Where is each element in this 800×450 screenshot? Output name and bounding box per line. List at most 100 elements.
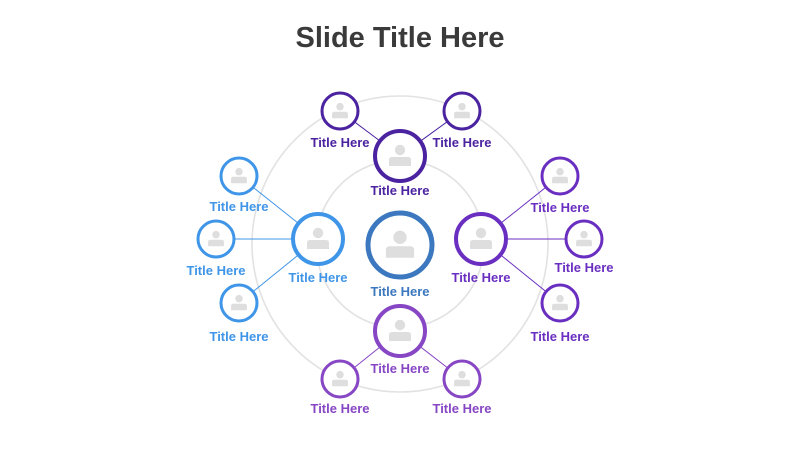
connector-lines — [234, 121, 566, 369]
person-body — [576, 239, 592, 247]
person-icon — [231, 167, 247, 184]
connector-line — [419, 121, 448, 142]
node-ring — [373, 129, 427, 183]
connector-line — [353, 346, 381, 369]
person-head — [458, 370, 466, 379]
left-child-label-1: Title Here — [209, 199, 268, 214]
person-icon — [389, 144, 411, 166]
node-ring — [196, 219, 236, 259]
left-child-label-2: Title Here — [186, 263, 245, 278]
person-icon — [208, 230, 224, 247]
person-body — [385, 246, 415, 258]
node-ring — [365, 210, 435, 280]
connector-line — [419, 345, 449, 369]
bottom-hub-label: Title Here — [370, 361, 429, 376]
person-body — [552, 303, 568, 311]
node-ring — [320, 359, 360, 399]
outer-ring — [251, 95, 549, 393]
nodes — [196, 91, 604, 399]
slide-title: Slide Title Here — [295, 22, 505, 54]
person-head — [336, 102, 344, 111]
person-head — [212, 230, 220, 239]
left-child-node-2 — [196, 219, 236, 259]
person-head — [235, 167, 243, 176]
person-body — [231, 303, 247, 311]
bottom-child-node-2 — [442, 359, 482, 399]
person-head — [235, 294, 243, 303]
top-hub-node — [373, 129, 427, 183]
right-child-node-1 — [540, 156, 580, 196]
center-node — [365, 210, 435, 280]
person-head — [580, 230, 588, 239]
left-child-node-3 — [219, 283, 259, 323]
left-hub-label: Title Here — [288, 270, 347, 285]
right-child-label-1: Title Here — [530, 200, 589, 215]
connector-line — [252, 186, 299, 224]
person-head — [458, 102, 466, 111]
node-ring — [442, 91, 482, 131]
person-icon — [454, 102, 470, 119]
person-body — [307, 240, 329, 249]
left-hub-node — [291, 212, 345, 266]
node-ring — [540, 283, 580, 323]
person-icon — [576, 230, 592, 247]
top-child-node-1 — [320, 91, 360, 131]
right-child-label-3: Title Here — [530, 329, 589, 344]
right-hub-node — [454, 212, 508, 266]
person-head — [394, 319, 406, 331]
top-child-label-1: Title Here — [310, 135, 369, 150]
connector-line — [354, 121, 381, 142]
person-icon — [332, 102, 348, 119]
person-head — [312, 227, 324, 239]
right-child-node-3 — [540, 283, 580, 323]
node-ring — [320, 91, 360, 131]
right-child-label-2: Title Here — [554, 260, 613, 275]
node-ring — [219, 156, 259, 196]
person-icon — [470, 227, 492, 249]
node-ring — [540, 156, 580, 196]
bottom-child-label-1: Title Here — [310, 401, 369, 416]
top-child-label-2: Title Here — [432, 135, 491, 150]
top-hub-label: Title Here — [370, 183, 429, 198]
person-icon — [385, 230, 415, 258]
connector-line — [500, 186, 547, 224]
person-icon — [552, 167, 568, 184]
person-icon — [332, 370, 348, 387]
person-body — [332, 379, 348, 387]
person-head — [394, 144, 406, 156]
person-body — [231, 176, 247, 184]
person-head — [556, 294, 564, 303]
node-ring — [219, 283, 259, 323]
node-ring — [442, 359, 482, 399]
person-body — [454, 111, 470, 119]
person-body — [454, 379, 470, 387]
node-ring — [454, 212, 508, 266]
person-body — [208, 239, 224, 247]
person-icon — [454, 370, 470, 387]
right-hub-label: Title Here — [451, 270, 510, 285]
node-ring — [373, 304, 427, 358]
bottom-child-node-1 — [320, 359, 360, 399]
top-child-node-2 — [442, 91, 482, 131]
person-body — [552, 176, 568, 184]
left-child-node-1 — [219, 156, 259, 196]
bottom-hub-node — [373, 304, 427, 358]
person-body — [389, 332, 411, 341]
person-head — [556, 167, 564, 176]
person-head — [336, 370, 344, 379]
connector-line — [252, 254, 299, 293]
bottom-child-label-2: Title Here — [432, 401, 491, 416]
connector-line — [500, 254, 547, 293]
left-child-label-3: Title Here — [209, 329, 268, 344]
person-body — [332, 111, 348, 119]
node-ring — [291, 212, 345, 266]
node-ring — [564, 219, 604, 259]
person-head — [475, 227, 487, 239]
person-icon — [307, 227, 329, 249]
right-child-node-2 — [564, 219, 604, 259]
person-icon — [389, 319, 411, 341]
person-icon — [552, 294, 568, 311]
center-node-label: Title Here — [370, 284, 429, 299]
